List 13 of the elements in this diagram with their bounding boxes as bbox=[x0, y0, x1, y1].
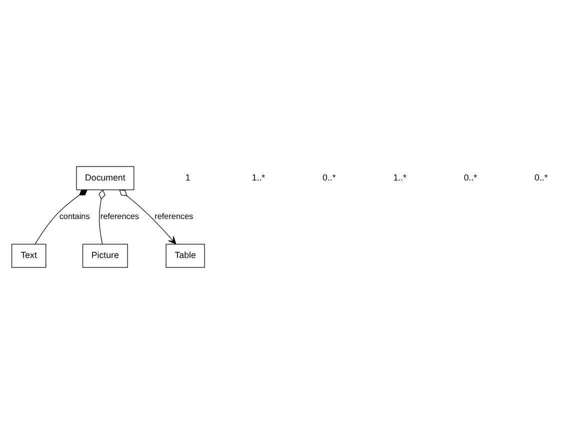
node-box: Document bbox=[76, 166, 134, 190]
label: 1..* bbox=[252, 172, 266, 182]
arrow bbox=[119, 189, 176, 244]
label: 0..* bbox=[534, 172, 548, 182]
connector bbox=[34, 189, 88, 244]
node-box: Picture bbox=[82, 243, 128, 268]
label: 1 bbox=[185, 172, 190, 182]
connector bbox=[98, 188, 106, 244]
label: 1..* bbox=[393, 172, 406, 182]
label: 0..* bbox=[322, 172, 336, 182]
node-box: Table bbox=[166, 243, 205, 268]
label: 0..* bbox=[464, 172, 478, 182]
node-box: Text bbox=[11, 243, 46, 268]
